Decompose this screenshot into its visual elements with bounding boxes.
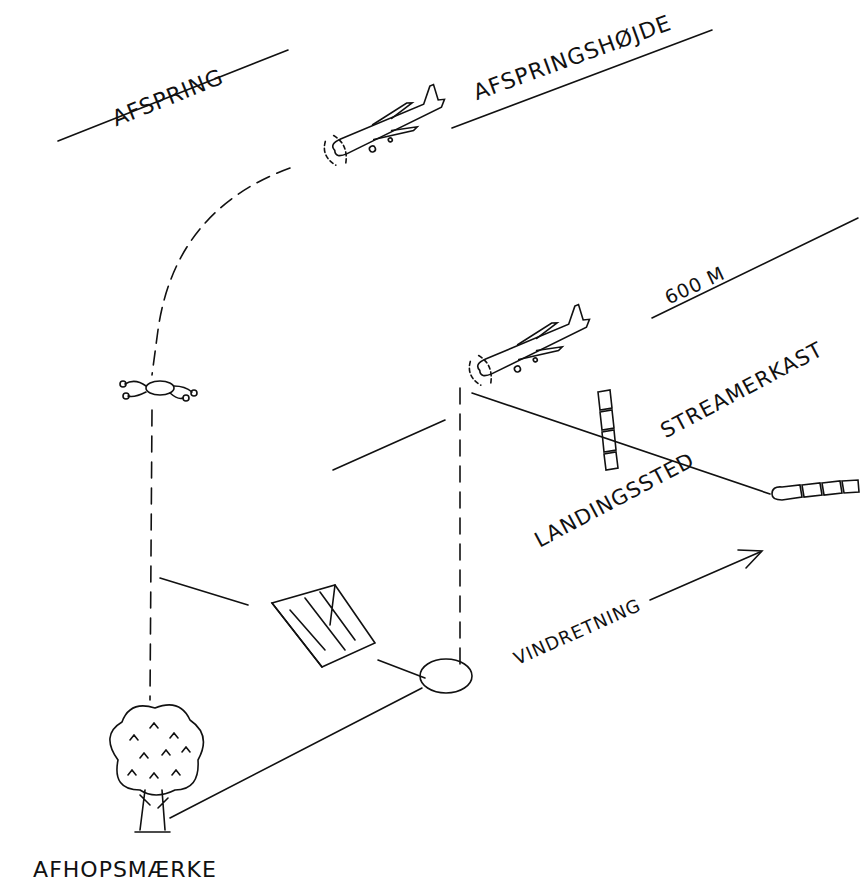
drop-line	[459, 388, 461, 668]
annotation-label: 600 M	[662, 263, 728, 307]
wind-arrowhead	[738, 550, 762, 568]
guide-line	[378, 660, 425, 678]
landing-target	[420, 659, 472, 693]
airplane	[317, 83, 452, 170]
skydiver	[120, 381, 197, 401]
streamer	[598, 390, 618, 470]
annotation-label: LANDINGSSTED	[532, 449, 699, 551]
annotation-label: AFHOPSMÆRKE	[33, 859, 217, 881]
annotation-label: AFSPRING	[109, 66, 226, 131]
guide-line	[652, 218, 858, 318]
annotation-label: VINDRETNING	[512, 596, 644, 668]
guide-line	[333, 420, 445, 470]
parachute-canopy	[272, 585, 375, 667]
guide-line	[170, 688, 422, 818]
freefall-path	[152, 168, 290, 375]
tree	[110, 705, 204, 832]
streamer	[772, 480, 859, 500]
annotation-label: STREAMERKAST	[657, 338, 826, 441]
airplane	[462, 303, 597, 390]
drop-line	[150, 410, 152, 700]
wind-arrow	[650, 552, 760, 600]
guide-line	[160, 578, 248, 605]
annotation-label: AFSPRINGSHØJDE	[470, 12, 674, 104]
guide-line	[58, 50, 288, 141]
